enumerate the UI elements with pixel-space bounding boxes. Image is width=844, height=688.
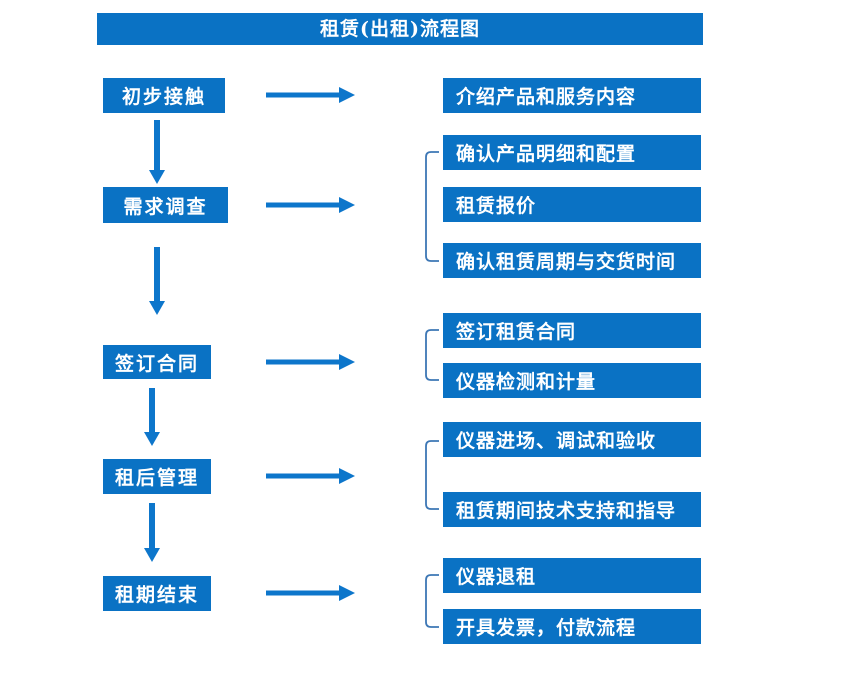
bracket-group-5 [425, 574, 439, 628]
detail-box-tech-support: 租赁期间技术支持和指导 [443, 492, 701, 527]
detail-box-sign-rental-contract: 签订租赁合同 [443, 313, 701, 348]
arrow-step2-to-step3 [149, 247, 165, 315]
detail-box-instrument-setup: 仪器进场、调试和验收 [443, 422, 701, 457]
arrow-step4-right [266, 468, 355, 484]
arrow-step5-right [266, 585, 355, 601]
step-box-post-rental-mgmt: 租后管理 [103, 459, 211, 494]
arrow-step3-right [266, 354, 355, 370]
detail-box-confirm-period: 确认租赁周期与交货时间 [443, 243, 701, 278]
bracket-group-3 [425, 329, 439, 381]
arrow-step4-to-step5 [144, 503, 160, 562]
arrow-step1-to-step2 [149, 120, 165, 184]
detail-box-rental-quote: 租赁报价 [443, 187, 701, 222]
step-box-sign-contract: 签订合同 [103, 345, 211, 379]
bracket-group-4 [425, 440, 439, 510]
arrow-step3-to-step4 [144, 388, 160, 446]
flowchart-title: 租赁(出租)流程图 [97, 13, 703, 45]
detail-box-instrument-return: 仪器退租 [443, 558, 701, 593]
arrow-step1-right [266, 87, 355, 103]
step-box-demand-survey: 需求调查 [103, 187, 228, 223]
detail-box-invoice-payment: 开具发票，付款流程 [443, 609, 701, 644]
detail-box-intro-products: 介绍产品和服务内容 [443, 78, 701, 113]
step-box-rental-end: 租期结束 [103, 576, 211, 611]
arrow-step2-right [266, 197, 355, 213]
detail-box-confirm-config: 确认产品明细和配置 [443, 135, 701, 170]
bracket-group-2 [425, 151, 439, 262]
detail-box-instrument-testing: 仪器检测和计量 [443, 363, 701, 398]
step-box-initial-contact: 初步接触 [103, 78, 225, 113]
